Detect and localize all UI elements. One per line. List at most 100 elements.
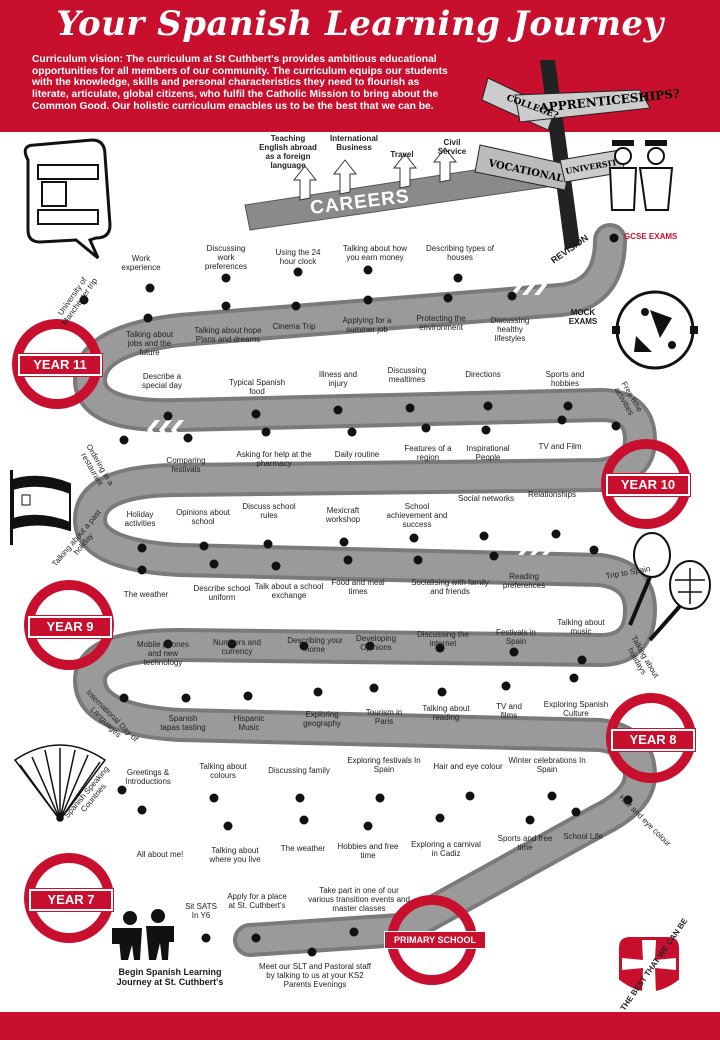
milestone-dot [243,691,253,701]
milestone-dot [525,815,535,825]
row11-topic-label: Cinema Trip [272,322,316,331]
row0-topic-label: Apply for a place at St. Cuthbert's [227,892,287,910]
row8-topic-label: Festivals in Spain [495,628,536,646]
milestone-dot [363,821,373,831]
milestone-dot [299,815,309,825]
row8-topic-label: Describing your home [287,636,343,654]
milestone-dot [163,411,173,421]
milestone-dot [563,401,573,411]
row8-topic-label: Talking about reading [422,704,470,722]
row10-topic-label: Describe a special day [141,372,183,390]
row9-topic-label: Mexicraft workshop [325,506,361,524]
row7-topic-label: Hair and eye colour [433,762,503,771]
milestone-dot [339,537,349,547]
milestone-dot [251,409,261,419]
milestone-dot [483,401,493,411]
milestone-dot [221,273,231,283]
milestone-dot [209,559,219,569]
milestone-dot [369,683,379,693]
milestone-dot [227,639,237,649]
milestone-dot [221,301,231,311]
row10-topic-label: Daily routine [334,450,380,459]
milestone-dot [295,793,305,803]
milestone-dot [307,947,317,957]
row9-topic-label: Opinions about school [176,508,230,526]
milestone-dot [623,795,633,805]
milestone-dot [437,687,447,697]
graduates-icon [608,140,674,211]
row9-topic-label: Talk about a school exchange [254,582,324,600]
milestone-dot [365,641,375,651]
milestone-dot [347,427,357,437]
milestone-dot [163,639,173,649]
milestone-dot [435,643,445,653]
gcse-label: GCSE EXAMS [624,232,678,241]
milestone-dot [349,927,359,937]
milestone-dot [489,551,499,561]
milestone-dot [501,681,511,691]
milestone-dot [409,533,419,543]
row11-topic-label: Applying for a summer job [342,316,392,334]
row10-topic-label: TV and Film [538,442,582,451]
primary-school-badge: PRIMARY SCHOOL [384,931,486,949]
milestone-dot [421,423,431,433]
milestone-dot [333,405,343,415]
career-business: International Business [329,134,378,152]
milestone-dot [119,693,129,703]
milestone-dot [435,813,445,823]
row11-topic-label: Using the 24 hour clock [275,248,321,266]
milestone-dot [143,313,153,323]
milestone-dot [577,655,587,665]
milestone-dot [413,555,423,565]
row8-topic-label: Numbers and currency [212,638,262,656]
milestone-dot [223,821,233,831]
milestone-dot [137,543,147,553]
row8-topic-label: Discussing the internet [416,630,470,648]
curriculum-vision: Curriculum vision: The curriculum at St … [32,54,448,112]
row7-topic-label: Winter celebrations In Spain [508,756,586,774]
row9-topic-label: The weather [123,590,169,599]
milestone-dot [571,807,581,817]
header-banner: Your Spanish Learning Journey Curriculum… [0,0,720,132]
row11-topic-label: Work experience [121,254,161,272]
row9-topic-label: Holiday activities [124,510,156,528]
year-10-badge: YEAR 10 [606,474,690,496]
row0-topic-label: Sit SATS In Y6 [185,902,217,920]
milestone-dot [375,793,385,803]
milestone-dot [271,561,281,571]
milestone-dot [145,283,155,293]
careers-up-arrow [332,159,358,195]
row8-topic-label: Mobile phones and new technology [136,640,190,667]
row8-topic-label: TV and films [496,702,522,720]
row8-topic-label: Exploring geography [303,710,341,728]
career-civil-service: Civil Service [437,138,467,156]
career-teaching: Teaching English abroad as a foreign lan… [259,134,317,170]
milestone-dot [79,295,89,305]
row9-topic-label: Relationships [527,490,577,499]
row11-topic-label: Talking about jobs and the future [125,330,174,357]
milestone-dot [557,415,567,425]
students-icon [112,909,174,960]
row8-topic-label: Talking about music [557,618,605,636]
row11-topic-label: Discussing healthy lifestyles [490,316,530,343]
signpost-icon [474,60,651,250]
row7-topic-label: Greetings & Introductions [125,768,171,786]
milestone-dot [181,693,191,703]
milestone-dot [209,793,219,803]
milestone-dot [443,293,453,303]
row10-topic-label: Directions [465,370,501,379]
row8-topic-label: Developing Opinions [355,634,397,652]
footer-bar [0,1012,720,1040]
row7-topic-label: School Life [563,832,603,841]
milestone-dot [313,687,323,697]
milestone-dot [137,805,147,815]
row0-topic-label: Take part in one of our various transiti… [308,886,410,913]
row7-topic-label: Exploring festivals In Spain [347,756,421,774]
careers-up-arrow [392,153,418,189]
year-9-badge: YEAR 9 [28,616,112,638]
row10-topic-label: Discussing mealtimes [387,366,427,384]
row8-topic-label: Tourism in Paris [365,708,403,726]
milestone-dot [609,233,619,243]
maracas-icon [628,532,711,642]
milestone-dot [291,301,301,311]
